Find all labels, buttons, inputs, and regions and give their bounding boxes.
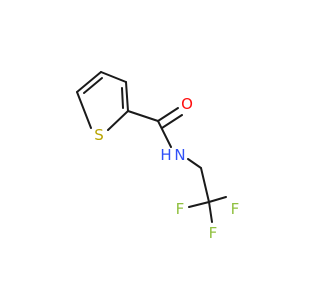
bond-c5-s1 <box>107 110 129 131</box>
fluorine-atom-label-left: F <box>176 200 185 218</box>
nitrogen-atom-label: N <box>174 146 185 164</box>
bond-c8-f2 <box>208 196 227 203</box>
bond-s1-c2 <box>76 91 92 129</box>
bond-c2-c3 <box>76 71 102 93</box>
hydrogen-atom-label: H <box>160 146 171 164</box>
bond-c8-f1 <box>188 201 210 208</box>
bond-c8-f3 <box>208 201 213 223</box>
bond-c3-c4 <box>100 71 127 83</box>
bond-c4-c5-inner <box>121 87 124 109</box>
bond-c5-c6 <box>127 110 159 122</box>
bond-n1-c7 <box>187 158 202 169</box>
bond-c2-c3-inner <box>83 77 103 94</box>
fluorine-atom-label-bottom: F <box>209 224 218 242</box>
oxygen-atom-label: O <box>181 95 193 113</box>
bond-c4-c5 <box>125 81 129 112</box>
molecule-structure-diagram: S O N H F F F <box>76 71 240 242</box>
sulfur-atom-label: S <box>94 126 104 144</box>
bond-c6-o1-double <box>161 114 183 129</box>
bond-c6-n1 <box>157 120 172 148</box>
bond-c6-o1 <box>157 107 179 122</box>
fluorine-atom-label-right: F <box>231 200 240 218</box>
bond-c7-c8 <box>200 167 210 203</box>
